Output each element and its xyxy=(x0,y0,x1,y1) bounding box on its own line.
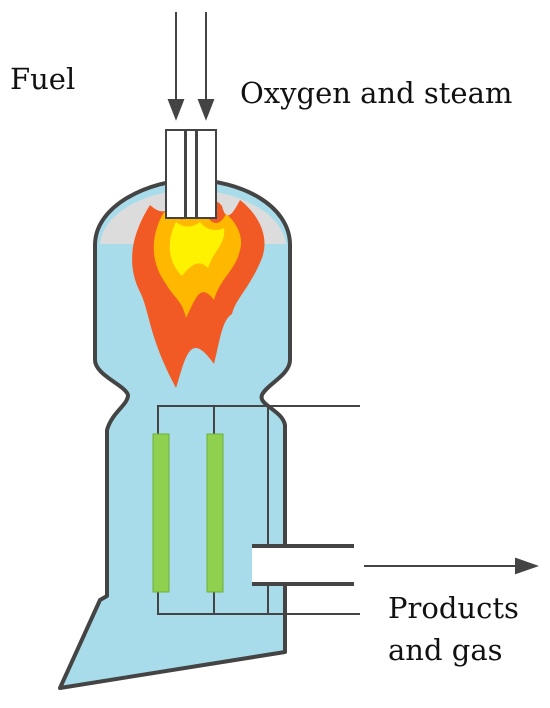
products-outlet-arrow xyxy=(364,557,540,575)
outlet-pipe xyxy=(252,544,354,586)
oxygen-steam-inlet-arrow xyxy=(197,12,215,121)
products-label-line2: and gas xyxy=(388,633,503,667)
heating-elements xyxy=(152,433,224,593)
products-label-line1: Products xyxy=(388,591,519,625)
inlet-nozzles xyxy=(165,129,217,219)
flame xyxy=(132,197,265,388)
fuel-label: Fuel xyxy=(10,62,76,96)
oxygen-steam-label: Oxygen and steam xyxy=(240,76,513,110)
fuel-inlet-arrow xyxy=(167,12,185,121)
